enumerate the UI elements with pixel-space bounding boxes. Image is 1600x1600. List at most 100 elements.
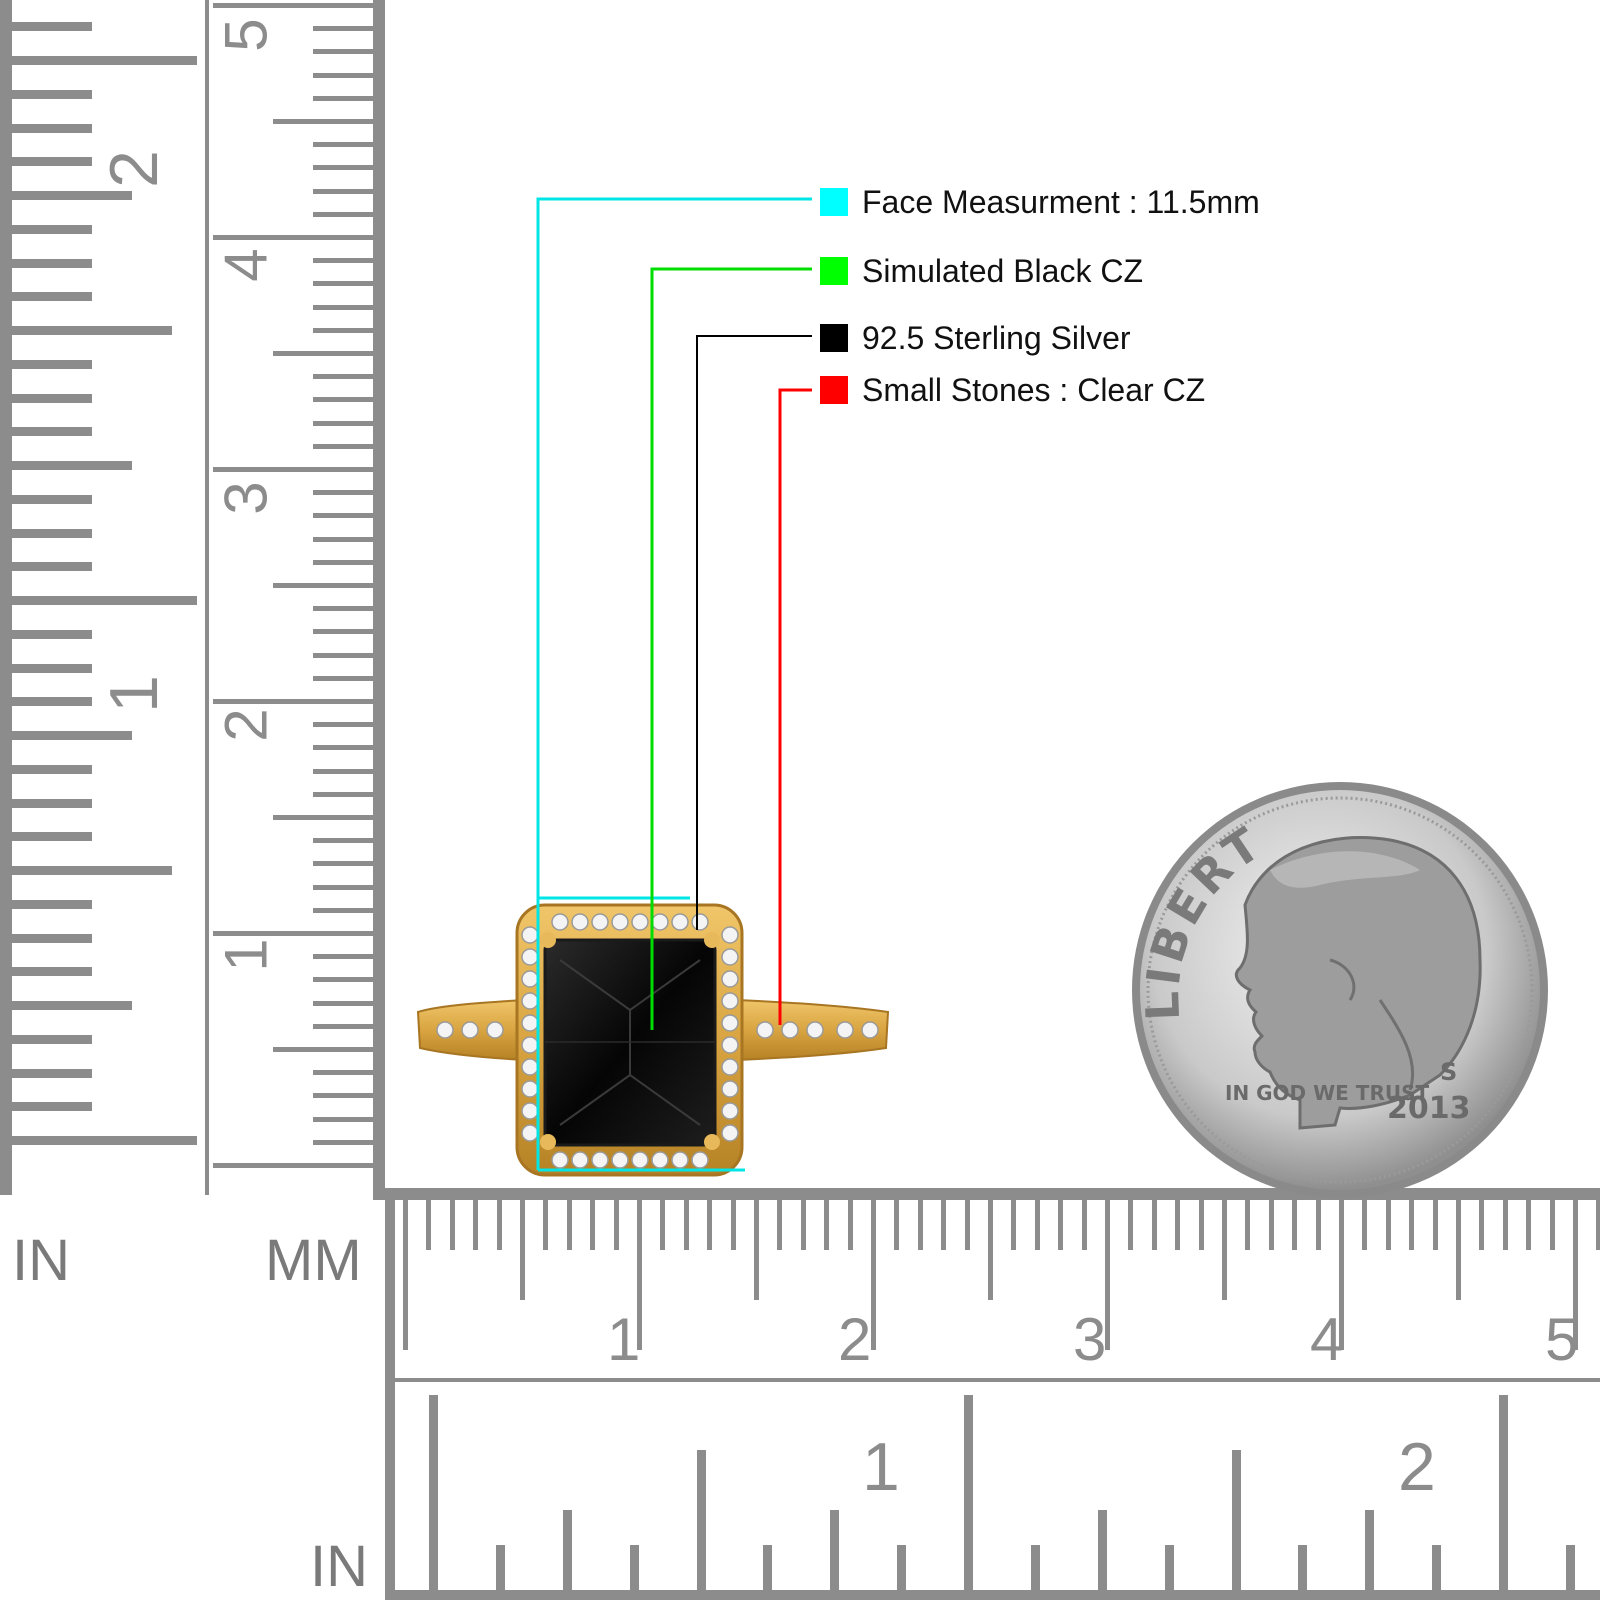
inch-tick <box>12 629 92 639</box>
mm-tick <box>543 1200 549 1250</box>
clear-cz-stone <box>691 1151 709 1169</box>
inch-tick <box>12 1136 197 1145</box>
legend-label: Face Measurment : 11.5mm <box>862 183 1260 220</box>
legend-face-measurement: Face Measurment : 11.5mm <box>820 184 1260 220</box>
inch-tick <box>12 798 92 808</box>
clear-cz-stone <box>571 913 589 931</box>
mm-tick <box>917 1200 923 1250</box>
inch-tick <box>12 22 92 32</box>
inch-tick <box>1231 1450 1241 1590</box>
mm-tick <box>1502 1200 1508 1250</box>
mm-tick <box>313 838 373 844</box>
clear-cz-stone <box>721 1058 739 1076</box>
inch-tick <box>12 697 92 707</box>
inch-tick <box>1499 1395 1508 1590</box>
clear-cz-stone <box>721 1080 739 1098</box>
inch-tick <box>12 258 92 268</box>
coin-year: 2013 <box>1387 1091 1471 1126</box>
mm-tick <box>213 3 373 8</box>
measurement-lines <box>536 197 812 1172</box>
mm-tick <box>273 583 373 588</box>
clear-cz-stone <box>521 1124 539 1142</box>
clear-cz-stone <box>611 1151 629 1169</box>
mm-tick <box>1315 1200 1321 1250</box>
bottom-mm-number-2: 2 <box>838 1306 872 1373</box>
clear-cz-stone <box>781 1021 799 1039</box>
bottom-mm-number-4: 4 <box>1310 1306 1344 1373</box>
inch-tick <box>12 1068 92 1078</box>
mm-tick <box>313 327 373 333</box>
mm-tick <box>613 1200 619 1250</box>
mm-tick <box>313 722 373 728</box>
mm-tick <box>313 1116 373 1122</box>
mm-tick <box>496 1200 502 1250</box>
mm-tick <box>213 235 373 240</box>
clear-cz-stone <box>521 1036 539 1054</box>
mm-tick <box>313 861 373 867</box>
band-stones <box>436 1021 879 1039</box>
mm-label: MM <box>265 1228 362 1293</box>
bottom-ruler-bottom-edge <box>385 1590 1600 1600</box>
clear-cz-stone <box>611 913 629 931</box>
mm-tick <box>590 1200 596 1250</box>
inch-tick <box>12 562 92 572</box>
mm-tick <box>313 211 373 217</box>
mm-tick <box>1526 1200 1532 1250</box>
mm-tick <box>520 1200 525 1300</box>
halo-stones <box>521 913 739 1169</box>
mm-tick <box>1011 1200 1017 1250</box>
inch-tick <box>897 1545 907 1590</box>
mm-tick <box>683 1200 689 1250</box>
mm-tick <box>1175 1200 1181 1250</box>
mm-tick <box>1573 1200 1578 1350</box>
legend-label: 92.5 Sterling Silver <box>862 319 1131 356</box>
inch-tick <box>1565 1545 1575 1590</box>
clear-cz-stone <box>521 948 539 966</box>
inch-tick <box>1164 1545 1174 1590</box>
inch-tick <box>964 1395 973 1590</box>
mm-tick <box>1479 1200 1485 1250</box>
clear-cz-stone <box>486 1021 504 1039</box>
mm-tick <box>313 1070 373 1076</box>
mm-tick <box>1128 1200 1134 1250</box>
inch-tick <box>495 1545 505 1590</box>
legend-small-stones: Small Stones : Clear CZ <box>820 372 1205 408</box>
clear-cz-stone <box>591 1151 609 1169</box>
inch-tick <box>12 731 132 740</box>
legend-swatch-black <box>820 324 848 352</box>
mm-tick <box>566 1200 572 1250</box>
mm-tick <box>1081 1200 1087 1250</box>
clear-cz-stone <box>671 913 689 931</box>
legend-swatch-cyan <box>820 188 848 216</box>
mm-tick <box>1058 1200 1064 1250</box>
mm-tick <box>313 165 373 171</box>
inch-tick <box>12 663 92 673</box>
inch-tick <box>12 933 92 943</box>
bottom-ruler-left-edge <box>385 1195 395 1600</box>
left-ruler-divider <box>205 0 209 1195</box>
inch-tick <box>12 866 172 875</box>
mm-tick <box>213 1163 373 1168</box>
mm-tick <box>313 907 373 913</box>
clear-cz-stone <box>436 1021 454 1039</box>
mm-tick <box>1362 1200 1368 1250</box>
clear-cz-stone <box>721 970 739 988</box>
clear-cz-stone <box>806 1021 824 1039</box>
prongs <box>540 932 720 1150</box>
mm-tick <box>313 1000 373 1006</box>
clear-cz-stone <box>721 1036 739 1054</box>
dime-portrait <box>1234 836 1482 1130</box>
clear-cz-stone <box>721 992 739 1010</box>
mm-tick <box>313 258 373 264</box>
inch-tick <box>830 1510 840 1590</box>
ring <box>416 903 890 1177</box>
mm-tick <box>313 1093 373 1099</box>
mm-tick <box>894 1200 900 1250</box>
mm-tick <box>313 652 373 658</box>
inch-tick <box>763 1545 773 1590</box>
mm-tick <box>1034 1200 1040 1250</box>
mm-tick <box>1245 1200 1251 1250</box>
clear-cz-stone <box>671 1151 689 1169</box>
mm-tick <box>313 513 373 519</box>
clear-cz-stone <box>721 1102 739 1120</box>
